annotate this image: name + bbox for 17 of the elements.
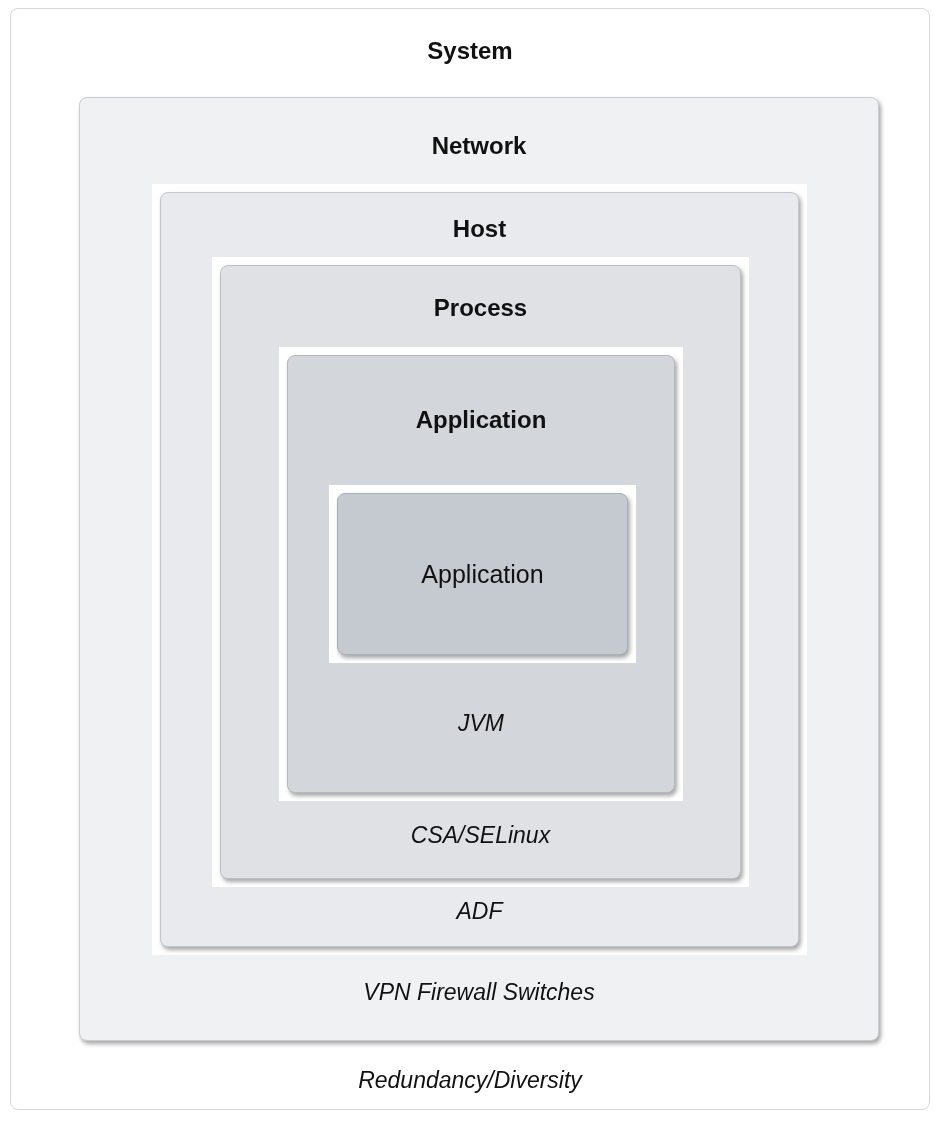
- layer-footer: ADF: [161, 898, 798, 925]
- layer-heading: Host: [451, 215, 508, 243]
- layer-box: [79, 97, 879, 1041]
- layer-footer: VPN Firewall Switches: [80, 979, 878, 1006]
- layer-box: [220, 265, 741, 879]
- layer-footer: CSA/SELinux: [221, 822, 740, 849]
- layer-heading: Application: [414, 406, 548, 434]
- layer-heading: System: [426, 37, 514, 65]
- layer-box: [287, 355, 675, 793]
- layer-footer: Redundancy/Diversity: [11, 1067, 929, 1094]
- box-label: Application: [420, 559, 545, 589]
- layer-heading: Process: [432, 294, 529, 322]
- layer-box: [160, 192, 799, 947]
- layer-footer: JVM: [288, 710, 674, 737]
- layer-box: [10, 8, 930, 1110]
- inner-box: [337, 493, 628, 655]
- layer-heading: Network: [430, 132, 528, 160]
